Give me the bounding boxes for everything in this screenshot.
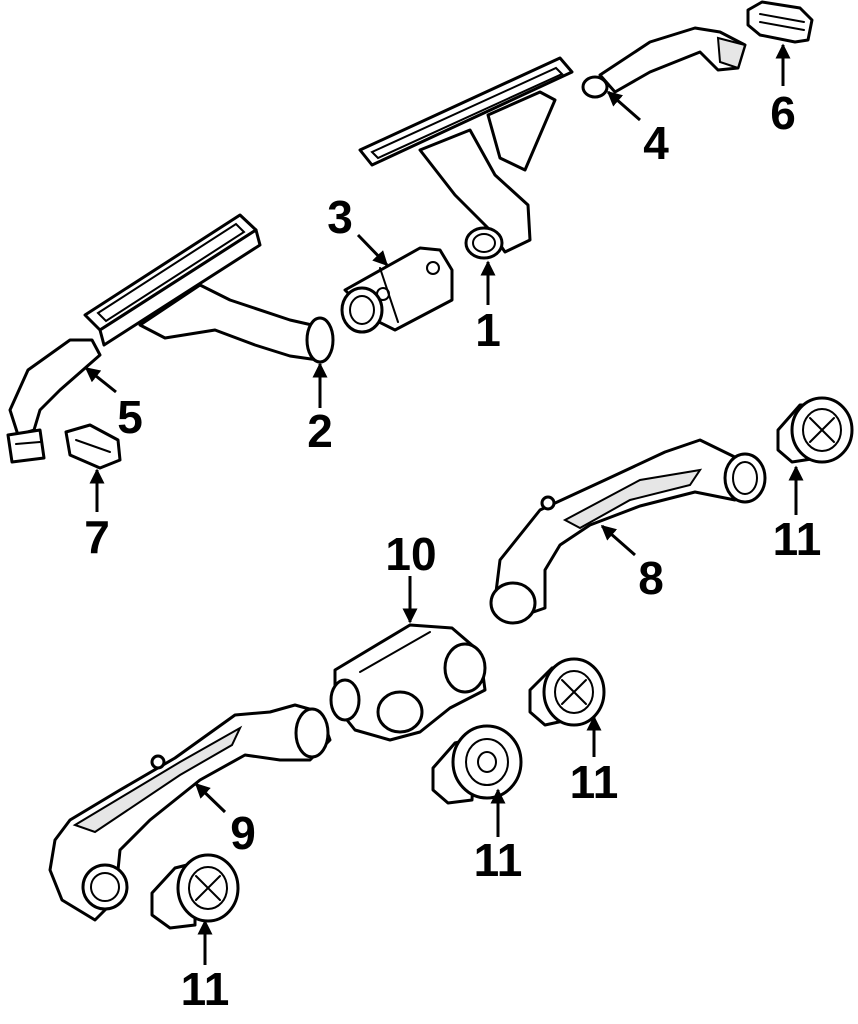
part-3-connector-duct: [340, 246, 454, 334]
part-2-front-floor-duct: [83, 213, 335, 364]
callout-3: 3: [327, 191, 353, 243]
part-11-vent-top-right: [776, 396, 854, 464]
part-1-rear-floor-duct: [358, 56, 574, 260]
callout-10: 10: [385, 528, 436, 580]
part-8-rear-duct: [489, 438, 767, 625]
callout-11-lower-center: 11: [474, 834, 523, 886]
part-10-junction-block: [329, 623, 487, 742]
callout-1: 1: [475, 304, 501, 356]
callout-4: 4: [643, 117, 669, 169]
callout-2: 2: [307, 405, 333, 457]
part-11-vent-lower-center: [431, 724, 523, 805]
part-6-grille: [746, 0, 814, 44]
callout-7: 7: [84, 511, 110, 563]
part-9-lower-duct: [48, 703, 332, 922]
callout-5: 5: [117, 391, 143, 443]
callout-11-bottom-left: 11: [181, 963, 230, 1015]
callout-8: 8: [638, 552, 664, 604]
part-7-clip: [64, 423, 122, 470]
callout-6: 6: [770, 87, 796, 139]
callout-11-top-right: 11: [773, 513, 822, 565]
part-11-vent-bottom-left: [150, 853, 240, 930]
part-4-upper-duct: [581, 26, 747, 99]
part-11-vent-middle-right: [528, 657, 606, 727]
callout-9: 9: [230, 807, 256, 859]
callout-11-middle-right: 11: [570, 756, 619, 808]
part-5-side-duct: [6, 338, 102, 464]
leader-lines: [84, 43, 804, 965]
